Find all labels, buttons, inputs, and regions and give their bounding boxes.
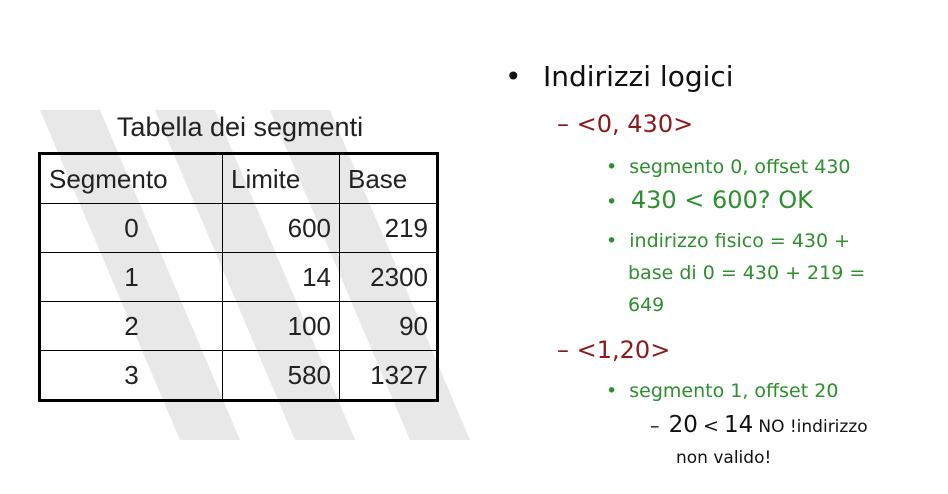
- header-base: Base: [339, 153, 438, 204]
- bullet-dot-icon: •: [606, 191, 618, 213]
- header-segmento: Segmento: [39, 153, 223, 204]
- cell-limit: 600: [222, 203, 340, 253]
- address1-item-1: • 430 < 600? OK: [606, 186, 813, 214]
- address1-item-0: • segmento 0, offset 430: [606, 156, 851, 178]
- table-header-row: Segmento Limite Base: [39, 153, 438, 204]
- header-limite: Limite: [222, 153, 340, 204]
- cell-segment: 2: [39, 301, 223, 351]
- cell-base: 219: [339, 203, 438, 253]
- address1-physical-line3: 649: [628, 294, 665, 316]
- cell-base: 1327: [339, 350, 438, 401]
- cell-base: 90: [339, 301, 438, 351]
- cell-segment: 1: [39, 252, 223, 302]
- cell-segment: 3: [39, 350, 223, 401]
- dash-icon: –: [557, 336, 569, 364]
- bullet-dot-icon: •: [606, 230, 618, 252]
- address1-physical: • indirizzo fisico = 430 +: [606, 230, 851, 252]
- cell-limit: 100: [222, 301, 340, 351]
- cell-base: 2300: [339, 252, 438, 302]
- table-row: 0 600 219: [39, 203, 438, 253]
- cell-segment: 0: [39, 203, 223, 253]
- cell-limit: 14: [222, 252, 340, 302]
- address1-text: <0, 430>: [576, 110, 694, 138]
- table-title: Tabella dei segmenti: [116, 112, 364, 142]
- address2-label: – <1,20>: [557, 336, 670, 364]
- table-row: 1 14 2300: [39, 252, 438, 302]
- address2-check: – 20 < 14 NO !indirizzo: [650, 412, 868, 438]
- table-row: 3 580 1327: [39, 350, 438, 401]
- address2-item: • segmento 1, offset 20: [606, 380, 839, 402]
- segment-table: Segmento Limite Base 0 600 219 1 14 2300…: [38, 152, 439, 402]
- table-row: 2 100 90: [39, 301, 438, 351]
- bullet-dot-icon: •: [606, 380, 618, 402]
- address1-label: – <0, 430>: [557, 110, 693, 138]
- bullet-dot-icon: •: [505, 60, 522, 93]
- dash-icon: –: [557, 110, 569, 138]
- address1-physical-line2: base di 0 = 430 + 219 =: [628, 262, 866, 284]
- address2-text: <1,20>: [576, 336, 671, 364]
- slide-heading: Indirizzi logici: [543, 60, 734, 93]
- address2-check-line2: non valido!: [676, 448, 772, 468]
- cell-limit: 580: [222, 350, 340, 401]
- dash-icon: –: [650, 415, 660, 437]
- bullet-dot-icon: •: [606, 156, 618, 178]
